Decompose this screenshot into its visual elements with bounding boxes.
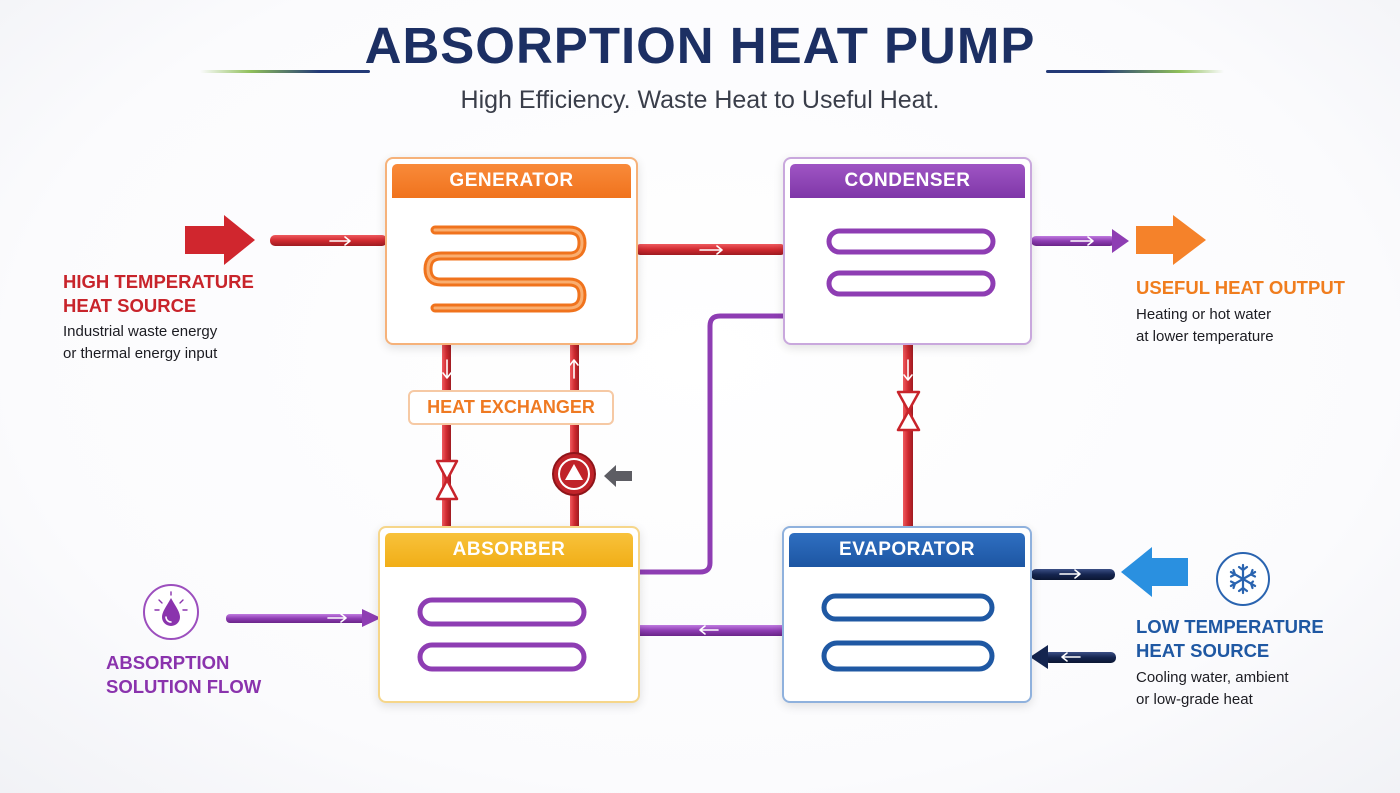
flow-arrow [329,236,351,246]
flow-markers [327,236,1094,662]
generator-label: GENERATOR [392,164,631,198]
generator-absorber-pipe-left [442,344,451,528]
evaporator-label: EVAPORATOR [789,533,1025,567]
droplet-icon [143,584,199,640]
condenser-coil [826,228,996,297]
valve-icon[interactable] [896,390,921,432]
low-temp-input-arrow-icon [1121,547,1188,597]
snowflake-icon [1216,552,1270,606]
page-title: ABSORPTION HEAT PUMP [364,17,1036,74]
useful-heat-output-arrow-icon [1136,215,1206,265]
evaporator-box: EVAPORATOR [782,526,1032,703]
pump-arrow-icon [604,465,632,487]
low-temp-pipes [1030,569,1116,669]
pump-icon[interactable] [552,452,596,496]
valve-icon[interactable] [435,459,459,501]
heat-exchanger-label: HEAT EXCHANGER [408,390,614,425]
title-divider-left [200,70,370,73]
flow-arrow [442,359,452,379]
useful-heat-output-description: Heating or hot water at lower temperatur… [1136,306,1274,345]
low-temp-pipe-bottom-arrowhead [1030,645,1048,669]
flow-arrow [569,359,579,379]
flow-arrow [327,613,347,623]
absorption-solution-flow-title: ABSORPTION SOLUTION FLOW [106,652,262,697]
page-subtitle: High Efficiency. Waste Heat to Useful He… [460,86,940,114]
title-divider-right [1046,70,1224,73]
useful-heat-output-title: USEFUL HEAT OUTPUT [1136,277,1345,298]
flow-arrow [1061,652,1081,662]
low-temp-source-description: Cooling water, ambient or low-grade heat [1136,669,1289,708]
condenser-evaporator-pipe [903,344,913,528]
absorber-label: ABSORBER [385,533,633,567]
condenser-box: CONDENSER [783,157,1032,345]
flow-arrow [1059,569,1081,579]
flow-arrow [903,359,913,381]
high-temp-source-title: HIGH TEMPERATURE HEAT SOURCE [63,271,254,316]
output-pipe-arrowhead [1112,229,1129,253]
evaporator-coil [821,593,995,672]
flow-arrow [699,625,719,635]
low-temp-source-title: LOW TEMPERATURE HEAT SOURCE [1136,616,1324,661]
absorber-coil [417,597,587,672]
generator-absorber-pipe-right [570,344,579,528]
condenser-absorber-pipe [637,313,993,575]
high-temp-input-arrow-icon [185,215,255,265]
solution-input-pipe [226,614,366,623]
absorber-box: ABSORBER [378,526,640,703]
condenser-label: CONDENSER [790,164,1025,198]
flow-arrow [699,245,723,255]
high-temp-source-description: Industrial waste energy or thermal energ… [63,323,218,362]
generator-coil [423,225,587,313]
flow-arrow [1070,236,1094,246]
solution-input-arrowhead [362,609,381,627]
generator-box: GENERATOR [385,157,638,345]
hot-input-pipe [270,235,387,246]
